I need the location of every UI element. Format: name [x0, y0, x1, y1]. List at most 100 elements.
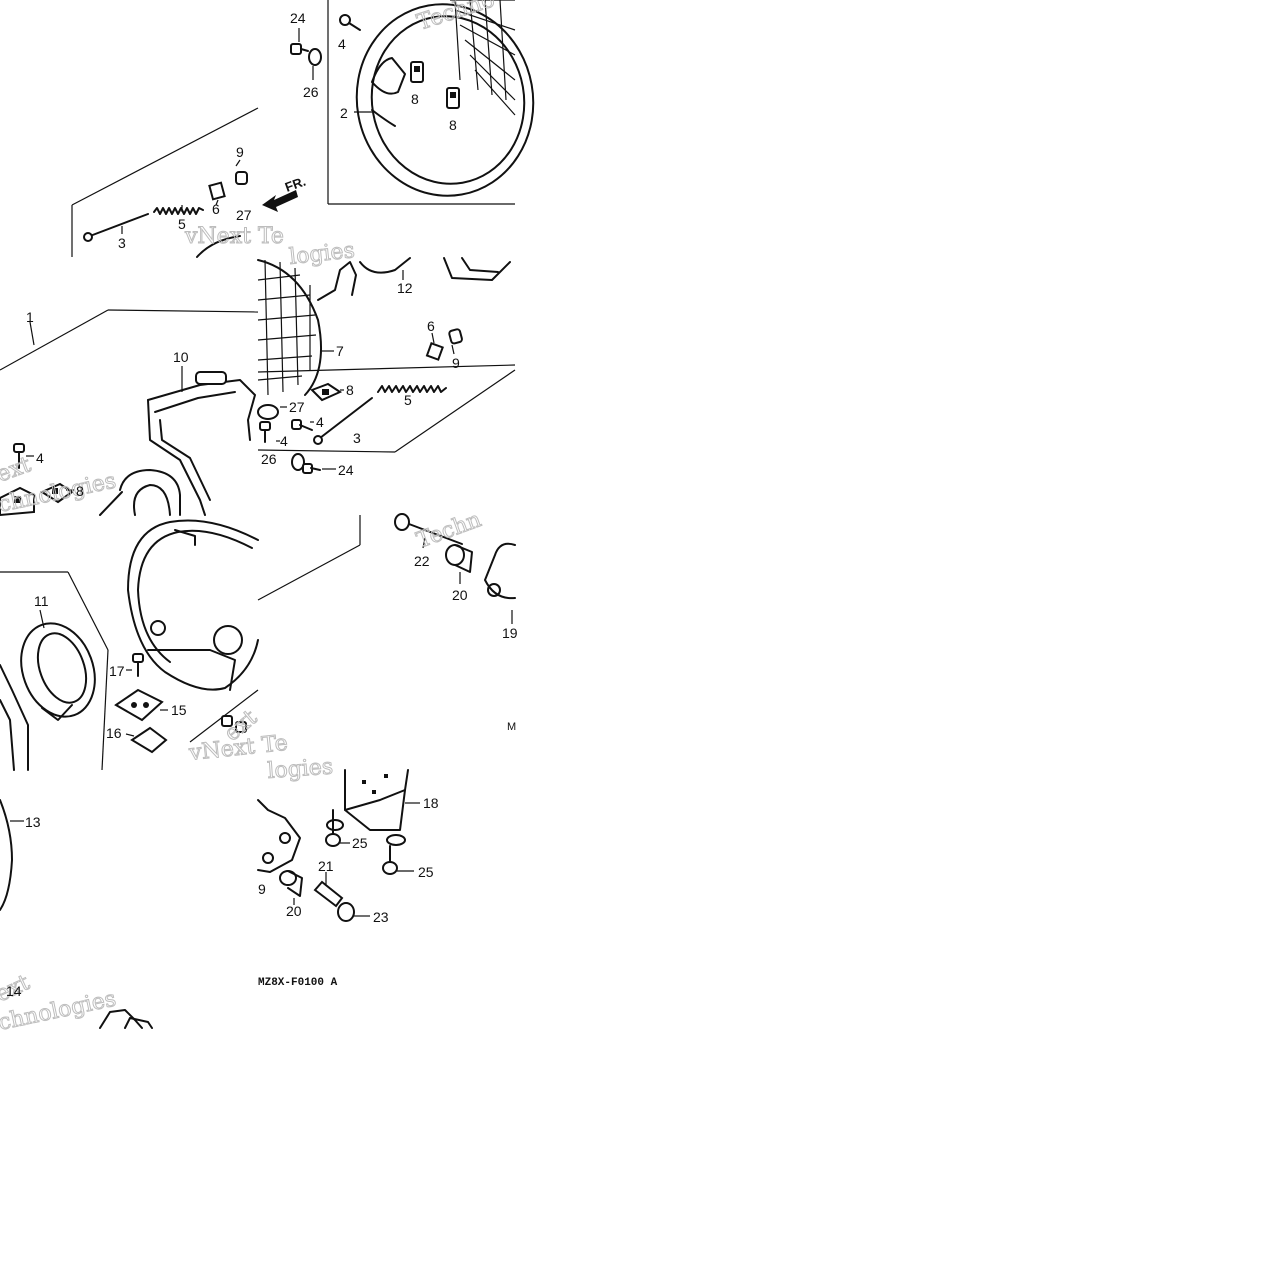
part-callout: 16	[106, 725, 122, 741]
case-edge	[0, 799, 13, 911]
screw	[13, 443, 25, 469]
frame-line	[101, 649, 109, 771]
washer	[308, 48, 322, 66]
part-callout: 6	[212, 201, 220, 217]
diagram-code: MZ8X-F0100 A	[258, 977, 338, 989]
collar	[235, 171, 248, 185]
part-callout: 10	[173, 349, 189, 365]
part-callout: 6	[427, 318, 435, 334]
part-callout: 17	[109, 663, 125, 679]
fork-stay	[326, 769, 409, 846]
tile-f: Techn 22 20 19 M	[394, 507, 518, 733]
part-callout: 22	[414, 553, 430, 569]
part-callout: 12	[397, 280, 413, 296]
part-callout: 9	[258, 881, 266, 897]
case-edge	[0, 699, 15, 771]
bushing	[445, 544, 473, 573]
flange-nut	[382, 845, 398, 875]
part-callout: 8	[76, 483, 84, 499]
part-callout: 24	[338, 462, 354, 478]
part-callout: 15	[171, 702, 187, 718]
part-callout: 5	[404, 392, 412, 408]
tile-b: Techno 24 4 26 2 8 8	[290, 0, 535, 205]
headlight-stay	[147, 371, 256, 516]
part-callout: 8	[346, 382, 354, 398]
adjusting-bolt	[313, 397, 373, 445]
screw	[291, 419, 313, 431]
case-edge	[0, 664, 29, 771]
headlight-bulb-socket	[99, 469, 181, 516]
part-callout: 25	[352, 835, 368, 851]
bolt	[302, 463, 321, 474]
fork-bracket	[484, 542, 516, 600]
bracket-edge	[257, 799, 301, 873]
part-callout: 18	[423, 795, 439, 811]
watermark: ext	[0, 452, 34, 487]
bracket-edge	[99, 1009, 143, 1029]
tile-h: logies 18 25 25 21 20 23 9 MZ8X-F0100 A	[257, 754, 439, 989]
part-callout: 24	[290, 10, 306, 26]
flange-nut	[325, 809, 341, 847]
part-callout: 27	[289, 399, 305, 415]
part-callout: 21	[318, 858, 334, 874]
adjusting-bolt	[83, 213, 149, 242]
tile-c: ext chnologies 1 10 4 8	[0, 309, 259, 518]
part-callout: 5	[178, 216, 186, 232]
part-callout: 19	[502, 625, 518, 641]
pivot-pipe	[313, 880, 344, 908]
bulb-connector	[359, 257, 411, 274]
part-callout: 7	[336, 343, 344, 359]
frame-line	[0, 309, 109, 371]
svg-text:FR.: FR.	[283, 174, 308, 195]
tile-a: FR. vNext Te 9 5 6 3 27	[71, 107, 308, 258]
pivot-bolt	[394, 513, 463, 545]
frame-line	[257, 449, 396, 453]
part-callout: 20	[286, 903, 302, 919]
bolt	[235, 721, 247, 733]
part-callout: 20	[452, 587, 468, 603]
watermark: vNext Te	[184, 224, 284, 249]
part-callout: 2	[340, 105, 348, 121]
nut	[208, 181, 226, 201]
front-arrow: FR.	[262, 174, 308, 212]
part-callout: 9	[452, 355, 460, 371]
mounting-ring	[20, 622, 96, 721]
wire-harness	[317, 261, 357, 301]
part-callout: 14	[6, 983, 22, 999]
headlight-lens	[257, 259, 323, 396]
part-callout: 23	[373, 909, 389, 925]
headlight-edge	[196, 235, 241, 258]
part-callout: 4	[36, 450, 44, 466]
part-callout: 25	[418, 864, 434, 880]
spring	[153, 207, 204, 215]
part-callout: 1	[26, 309, 34, 325]
frame-line	[394, 369, 516, 453]
frame-line	[107, 309, 259, 313]
screw	[259, 421, 271, 443]
part-callout: M	[507, 721, 516, 733]
part-callout: 11	[34, 593, 49, 609]
part-callout: 4	[338, 36, 346, 52]
part-callout: 8	[411, 91, 419, 107]
frame-line	[257, 364, 516, 373]
part-callout: 3	[118, 235, 126, 251]
part-callout: 26	[303, 84, 319, 100]
frame-line	[257, 544, 361, 601]
washer	[291, 453, 305, 471]
screw	[339, 14, 361, 31]
frame-line	[71, 107, 259, 206]
watermark: logies	[267, 754, 334, 784]
tile-g: ext chnologies 13 14	[0, 799, 153, 1036]
headlight-case	[127, 519, 259, 691]
grommet	[257, 404, 279, 420]
clip	[130, 726, 168, 754]
part-callout: 4	[280, 433, 288, 449]
cap-nut	[337, 902, 355, 922]
part-callout: 8	[449, 117, 457, 133]
part-callout: 3	[353, 430, 361, 446]
headlight-rim	[355, 0, 535, 197]
bracket-edge	[461, 257, 499, 273]
part-callout: 9	[236, 144, 244, 160]
tile-e: vNext Te ext 11 17 15 16	[0, 515, 361, 771]
